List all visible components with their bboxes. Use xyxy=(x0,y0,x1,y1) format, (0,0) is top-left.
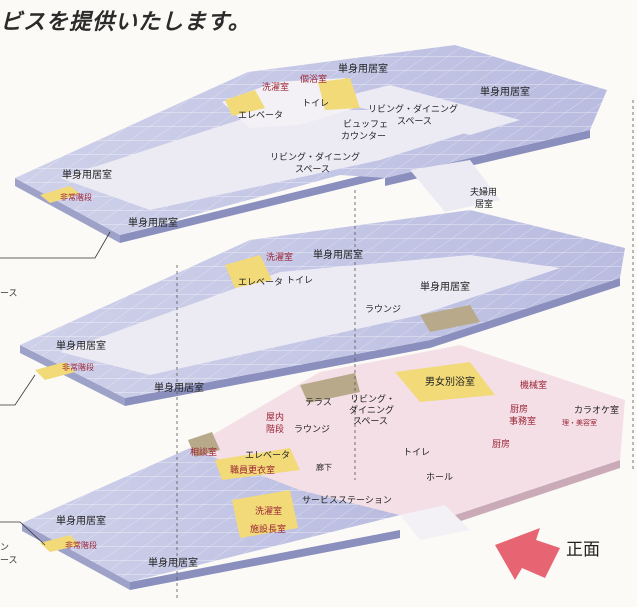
floor-middle-side xyxy=(20,345,125,406)
room-label-ground-laundry: 洗濯室 xyxy=(255,505,282,517)
room-label-top-living1b: スペース xyxy=(397,117,432,127)
room-label-top-couple1: 夫婦用 xyxy=(470,186,497,198)
room-label-top-living2b: スペース xyxy=(295,165,330,175)
room-label-ground-corridor: 廊下 xyxy=(316,462,332,472)
floor-middle-olive-block xyxy=(420,305,480,332)
floor-ground-laundry-block xyxy=(232,490,298,538)
floor-middle xyxy=(20,210,625,406)
edge-fragment: ース xyxy=(0,556,18,566)
floor-top-corridor xyxy=(60,110,500,210)
floor-ground-entrance xyxy=(400,505,470,540)
room-label-top-emergency: 非常階段 xyxy=(60,192,92,202)
room-label-ground-machine: 機械室 xyxy=(520,379,547,391)
room-label-ground-kitchen: 厨房 xyxy=(492,438,510,450)
room-label-top-elevator: エレベータ xyxy=(238,110,283,121)
room-label-top-toilet: トイレ xyxy=(302,99,329,109)
room-label-ground-lounge: ラウンジ xyxy=(294,424,330,435)
room-label-middle-r1: 単身用居室 xyxy=(313,248,363,261)
vertical-guides xyxy=(176,100,634,600)
room-label-ground-r1: 単身用居室 xyxy=(56,514,106,527)
room-label-top-laundry: 洗濯室 xyxy=(262,81,289,93)
floor-top-bath-block xyxy=(318,78,360,110)
floor-ground-bath-block xyxy=(395,362,495,402)
floor-ground-consult-block xyxy=(188,432,220,457)
room-label-ground-stairs2: 階段 xyxy=(266,423,284,435)
floor-ground-side xyxy=(130,530,400,590)
room-label-top-bath: 個浴室 xyxy=(300,73,327,85)
room-label-middle-lounge: ラウンジ xyxy=(365,304,401,315)
floor-ground-public xyxy=(190,345,625,520)
room-label-ground-consult: 相談室 xyxy=(190,446,217,458)
room-label-top-r1: 単身用居室 xyxy=(338,62,388,75)
floor-top xyxy=(15,45,607,243)
room-labels: 単身用居室単身用居室単身用居室単身用居室洗濯室個浴室エレベータトイレリビング・ダ… xyxy=(56,62,619,569)
floor-ground-side xyxy=(22,523,130,590)
room-label-ground-office2: 事務室 xyxy=(509,415,536,427)
room-label-top-buffet1: ビュッフェ xyxy=(343,119,388,130)
room-label-ground-staff: 職員更衣室 xyxy=(230,464,275,476)
room-label-middle-r4: 単身用居室 xyxy=(154,381,204,394)
floor-top-laundry-block xyxy=(225,90,265,116)
room-label-ground-toilet: トイレ xyxy=(403,448,430,458)
room-label-top-couple2: 居室 xyxy=(475,198,493,210)
room-label-ground-living3: スペース xyxy=(353,417,388,427)
floor-middle-corridor xyxy=(60,255,560,375)
room-label-top-r3: 単身用居室 xyxy=(62,168,112,181)
room-label-middle-r3: 単身用居室 xyxy=(56,339,106,352)
room-label-ground-living2: ダイニング xyxy=(349,404,394,416)
room-label-top-buffet2: カウンター xyxy=(341,131,386,142)
callout-line xyxy=(0,231,111,259)
room-label-middle-toilet: トイレ xyxy=(286,276,313,286)
floor-ground-terrace-block xyxy=(300,373,360,403)
floor-ground-staff-block xyxy=(215,448,300,480)
floor-middle-side xyxy=(430,278,620,348)
callout-line xyxy=(0,521,46,546)
edge-fragment: ース xyxy=(0,289,18,299)
front-arrow-icon xyxy=(495,528,560,580)
room-label-ground-emergency: 非常階段 xyxy=(65,540,97,550)
room-label-ground-office1: 厨房 xyxy=(510,403,528,415)
callout-line xyxy=(0,374,36,406)
floor-ground xyxy=(22,345,625,590)
room-label-top-r4: 単身用居室 xyxy=(128,216,178,229)
floor-top-stairs-block xyxy=(40,186,80,203)
callout-lines xyxy=(0,231,111,546)
room-label-ground-stairs1: 屋内 xyxy=(266,411,284,423)
room-label-top-living1: リビング・ダイニング xyxy=(368,103,458,115)
room-label-middle-emergency: 非常階段 xyxy=(62,362,94,372)
floor-top-side xyxy=(120,170,385,243)
room-label-middle-laundry: 洗濯室 xyxy=(266,251,293,263)
room-label-ground-bath: 男女別浴室 xyxy=(425,375,475,388)
room-label-middle-r2: 単身用居室 xyxy=(420,280,470,293)
edge-fragment: ン xyxy=(0,543,10,553)
floor-ground-stairs-block xyxy=(40,535,80,552)
room-label-ground-karaoke: カラオケ室 xyxy=(574,404,619,416)
room-label-top-r2: 単身用居室 xyxy=(480,85,530,98)
room-label-ground-director: 施設長室 xyxy=(250,523,286,535)
room-label-top-living2: リビング・ダイニング xyxy=(270,151,360,163)
room-label-ground-service: サービスステーション xyxy=(302,495,392,506)
room-label-ground-hall: ホール xyxy=(426,472,453,483)
room-label-ground-r2: 単身用居室 xyxy=(148,556,198,569)
room-label-ground-karaoke2: 理・美容室 xyxy=(562,418,597,427)
floor-top-corridor xyxy=(330,85,520,135)
floor-top-side xyxy=(470,130,590,166)
floor-middle-side xyxy=(125,340,430,406)
floor-top-wing xyxy=(410,160,500,212)
room-label-middle-elevator: エレベータ xyxy=(238,277,283,288)
floor-top-side xyxy=(15,178,120,243)
floor-middle-stairs-block xyxy=(35,362,75,380)
floor-ground-grid xyxy=(22,448,400,582)
room-label-ground-elevator: エレベータ xyxy=(245,450,290,461)
page-heading: ビスを提供いたします。 xyxy=(0,9,251,35)
front-label: 正面 xyxy=(566,540,600,560)
room-label-ground-terrace: テラス xyxy=(305,397,332,408)
floor-ground-side xyxy=(440,460,620,528)
room-label-ground-living1: リビング・ xyxy=(350,393,395,405)
floor-middle-laundry-block xyxy=(225,255,272,288)
